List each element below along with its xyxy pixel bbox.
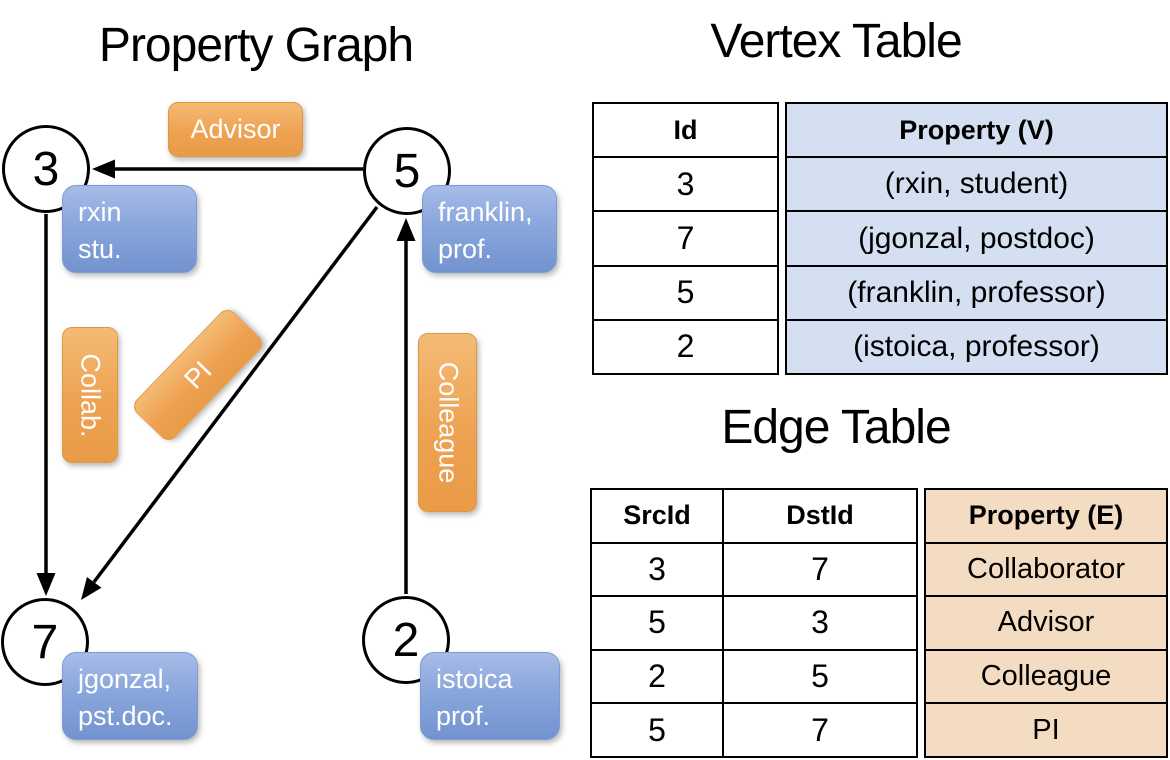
edge-property-cell: Advisor xyxy=(926,597,1166,651)
vertex-id-cell: 3 xyxy=(594,158,777,213)
edge-srcid-cell: 5 xyxy=(592,597,724,649)
vertex-id-cell: 7 xyxy=(594,212,777,267)
edge-dstid-cell: 3 xyxy=(811,604,829,641)
edge-dstid-cell: 7 xyxy=(811,711,829,748)
edge-label-colleague-text: Colleague xyxy=(433,361,463,484)
edge-property-cell: Collaborator xyxy=(926,544,1166,598)
edge-table-row: 5 3 xyxy=(592,597,916,651)
node-2-id: 2 xyxy=(392,613,420,667)
graph-node-7: 7 xyxy=(1,598,89,686)
edge-label-pi-text: PI xyxy=(177,355,218,395)
vertex-table-id-header: Id xyxy=(594,104,777,159)
edge-table-row: 3 7 xyxy=(592,543,916,598)
vertex-id-cell: 5 xyxy=(594,267,777,321)
vertex-label-jgonzal-line2: pst.doc. xyxy=(78,701,173,732)
edge-label-collab: Collab. xyxy=(62,327,118,463)
edge-colleague-arrowhead xyxy=(396,218,416,241)
edge-srcid-cell: 5 xyxy=(592,704,724,756)
edge-table-srcid-header: SrcId xyxy=(592,490,724,542)
edge-table-id-columns: SrcId DstId 3 7 5 3 2 5 5 7 xyxy=(590,488,918,758)
vertex-label-istoica-line2: prof. xyxy=(436,701,491,732)
edge-collab-arrowhead xyxy=(36,573,56,596)
vertex-label-rxin-line1: rxin xyxy=(78,197,122,227)
edge-label-pi: PI xyxy=(129,305,267,445)
vertex-property-cell: (jgonzal, postdoc) xyxy=(787,212,1166,267)
edge-property-cell: Colleague xyxy=(926,651,1166,705)
edge-table-header-row: SrcId DstId xyxy=(592,490,916,544)
vertex-property-cell: (franklin, professor) xyxy=(787,267,1166,321)
vertex-table-id-column: Id 3 7 5 2 xyxy=(592,102,779,375)
vertex-table-property-header: Property (V) xyxy=(787,104,1166,159)
edge-srcid-cell: 2 xyxy=(592,650,724,703)
vertex-label-franklin-line1: franklin, xyxy=(438,197,533,227)
edge-label-collab-text: Collab. xyxy=(75,352,106,438)
edge-table-row: 5 7 xyxy=(592,704,916,756)
node-3-id: 3 xyxy=(32,142,60,196)
vertex-label-jgonzal: jgonzal, pst.doc. xyxy=(62,652,198,740)
vertex-property-cell: (rxin, student) xyxy=(787,158,1166,213)
edge-advisor-arrowhead xyxy=(92,159,115,179)
edge-pi-arrowhead xyxy=(81,577,102,600)
vertex-property-cell: (istoica, professor) xyxy=(853,329,1100,363)
graph-node-3: 3 xyxy=(2,125,90,213)
edge-property-cell: PI xyxy=(1032,713,1060,746)
edge-table-row: 2 5 xyxy=(592,650,916,705)
edge-table-property-column: Property (E) Collaborator Advisor Collea… xyxy=(924,488,1168,758)
vertex-label-rxin-line2: stu. xyxy=(78,234,122,265)
property-graph-title: Property Graph xyxy=(98,19,414,72)
edge-srcid-cell: 3 xyxy=(592,543,724,596)
vertex-label-jgonzal-line1: jgonzal, xyxy=(78,664,172,694)
node-7-id: 7 xyxy=(31,615,59,669)
edge-dstid-cell: 5 xyxy=(811,658,829,695)
edge-label-advisor-text: Advisor xyxy=(190,114,281,144)
vertex-label-franklin-line2: prof. xyxy=(438,234,493,265)
vertex-label-istoica-line1: istoica xyxy=(436,664,513,694)
vertex-label-rxin: rxin stu. xyxy=(62,185,197,273)
edge-table-property-header: Property (E) xyxy=(926,490,1166,544)
edge-label-colleague: Colleague xyxy=(418,333,477,512)
edge-table-title: Edge Table xyxy=(721,401,951,454)
node-5-id: 5 xyxy=(393,144,421,198)
edge-dstid-cell: 7 xyxy=(811,550,829,587)
edge-label-advisor: Advisor xyxy=(168,102,303,157)
vertex-label-franklin: franklin, prof. xyxy=(422,185,557,273)
vertex-id-cell: 2 xyxy=(676,328,695,365)
vertex-table-property-column: Property (V) (rxin, student) (jgonzal, p… xyxy=(785,102,1168,375)
vertex-table-title: Vertex Table xyxy=(710,15,962,68)
vertex-label-istoica: istoica prof. xyxy=(420,652,560,740)
edge-table-dstid-header: DstId xyxy=(786,500,854,531)
